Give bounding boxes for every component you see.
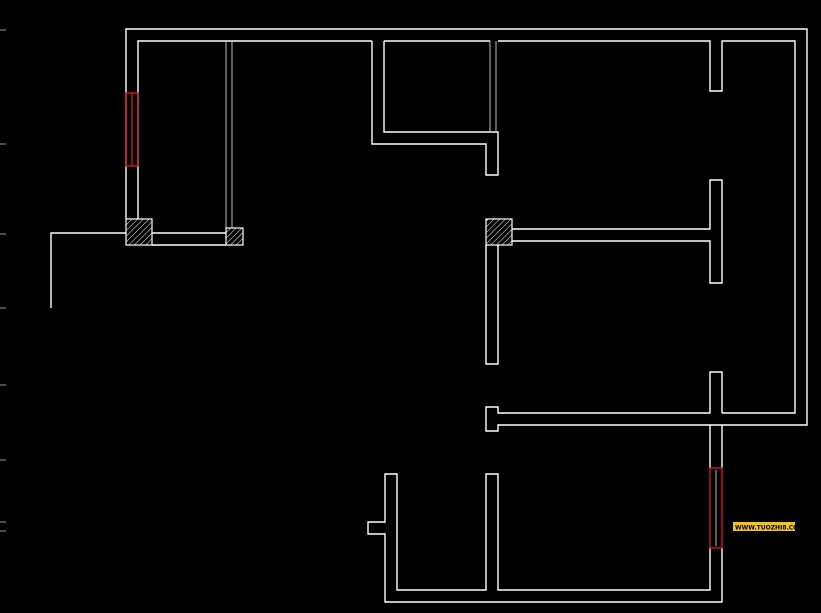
watermark: WWW.TUOZHI8.COM [733, 522, 804, 532]
column-center [485, 218, 513, 246]
watermark-background [733, 522, 795, 531]
thin-lines [225, 41, 717, 546]
watermark-text: WWW.TUOZHI8.COM [735, 525, 804, 532]
windows [125, 92, 723, 549]
exterior-walls [125, 28, 808, 603]
interior-walls [371, 41, 723, 365]
structural-columns [125, 218, 513, 246]
bay-window-walls [50, 232, 226, 308]
column-left [125, 218, 153, 246]
margin-ticks [0, 29, 6, 532]
window-right [709, 467, 723, 549]
column-small [225, 227, 244, 246]
